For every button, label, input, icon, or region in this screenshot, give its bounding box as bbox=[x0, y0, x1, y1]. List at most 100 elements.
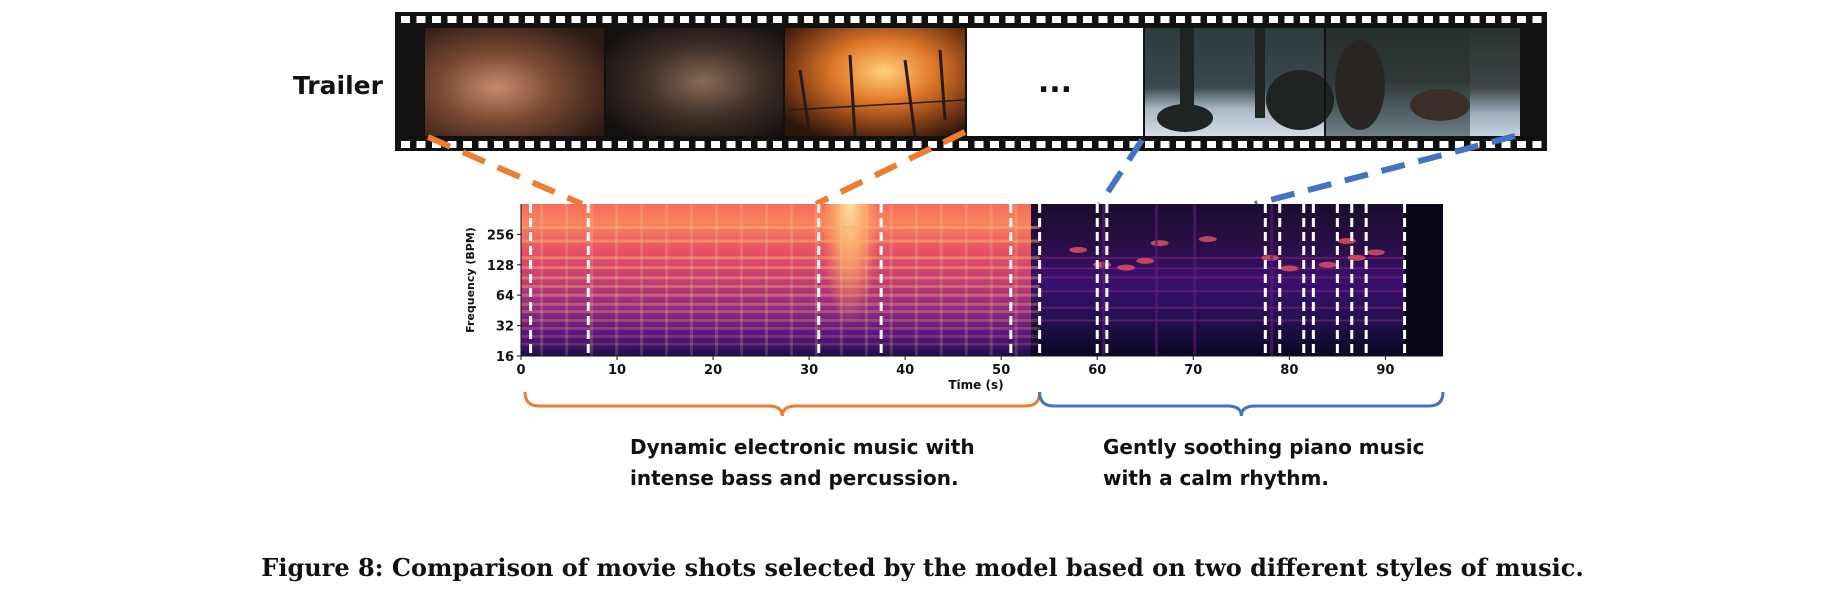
perforation-hole bbox=[587, 141, 596, 148]
harmonic-band bbox=[521, 334, 1040, 338]
perforation-hole bbox=[525, 16, 534, 23]
y-tick-label: 16 bbox=[496, 350, 514, 365]
perforation-hole bbox=[726, 141, 736, 148]
perforation-hole bbox=[866, 16, 875, 23]
x-tick-label: 90 bbox=[1376, 363, 1394, 378]
perforation-hole bbox=[571, 16, 581, 23]
perforation-hole bbox=[1455, 16, 1464, 23]
perforation-hole bbox=[1486, 16, 1495, 23]
perforation-hole bbox=[1191, 16, 1201, 23]
calm-harmonic-band bbox=[1039, 267, 1443, 270]
orange-connector-left bbox=[426, 134, 584, 207]
perforation-hole bbox=[1284, 141, 1294, 148]
perforation-hole bbox=[432, 16, 441, 23]
perforation-hole bbox=[835, 141, 844, 148]
forest-silhouettes bbox=[1157, 28, 1470, 132]
harmonic-band bbox=[521, 285, 1040, 289]
piano-note bbox=[1198, 236, 1217, 243]
y-tick-label: 32 bbox=[496, 320, 514, 335]
perforation-hole bbox=[1191, 141, 1201, 148]
shot-boundary-lines bbox=[529, 204, 1407, 356]
piano-onset bbox=[1154, 204, 1158, 356]
perforation-hole bbox=[1207, 16, 1216, 23]
perforation-hole bbox=[571, 141, 581, 148]
harmonic-band bbox=[521, 310, 1040, 314]
x-tick-label: 10 bbox=[608, 363, 626, 378]
x-tick-label: 0 bbox=[516, 363, 525, 378]
perforation-hole bbox=[757, 16, 767, 23]
orange-connector-right bbox=[814, 129, 967, 207]
x-tick-label: 50 bbox=[992, 363, 1010, 378]
connector-lines bbox=[426, 129, 1516, 207]
calm-harmonic-band bbox=[1039, 290, 1443, 293]
piano-onset bbox=[1102, 204, 1106, 356]
perforation-hole bbox=[602, 16, 612, 23]
perforation-hole bbox=[1067, 141, 1077, 148]
perforation-hole bbox=[633, 16, 643, 23]
perforation-hole bbox=[680, 141, 689, 148]
perforation-hole bbox=[1315, 141, 1325, 148]
piano-note bbox=[1117, 264, 1136, 271]
beat-column bbox=[690, 204, 694, 356]
beat-column bbox=[964, 204, 968, 356]
beat-column bbox=[640, 204, 644, 356]
beat-column bbox=[839, 204, 843, 356]
perforation-hole bbox=[928, 141, 937, 148]
perforation-hole bbox=[664, 16, 674, 23]
perforation-hole bbox=[1160, 16, 1170, 23]
spectrogram-harmonic-bands bbox=[521, 204, 1443, 356]
perforation-hole bbox=[959, 141, 968, 148]
perforation-hole bbox=[1021, 16, 1030, 23]
beat-column bbox=[540, 204, 544, 356]
beat-column bbox=[764, 204, 768, 356]
perforation-hole bbox=[757, 141, 767, 148]
perforation-hole bbox=[897, 16, 906, 23]
calm-harmonic-band bbox=[1039, 306, 1443, 309]
beat-column bbox=[1014, 204, 1018, 356]
trailer-label: Trailer bbox=[293, 71, 384, 100]
spectrogram-beat-columns bbox=[540, 204, 1018, 356]
perforation-hole bbox=[1052, 16, 1061, 23]
perforation-hole bbox=[990, 141, 999, 148]
perforation-hole bbox=[1532, 16, 1542, 23]
y-axis-label: Frequency (BPM) bbox=[464, 227, 477, 333]
piano-note bbox=[1347, 254, 1366, 261]
perforation-hole bbox=[1067, 16, 1077, 23]
brace-calm-music bbox=[1038, 391, 1445, 417]
blue-connector-left bbox=[1097, 138, 1145, 206]
beat-column bbox=[814, 204, 818, 356]
perforation-hole bbox=[649, 16, 658, 23]
perforation-hole bbox=[804, 16, 813, 23]
perforation-hole bbox=[1362, 141, 1371, 148]
harmonic-band bbox=[521, 276, 1040, 280]
calm-harmonic-band bbox=[1039, 276, 1443, 279]
perforation-hole bbox=[1377, 16, 1387, 23]
ellipsis-text: ... bbox=[1038, 65, 1072, 100]
spectrogram-tail bbox=[1404, 204, 1443, 356]
x-tick-label: 20 bbox=[704, 363, 722, 378]
perforation-hole bbox=[881, 141, 891, 148]
perforation-hole bbox=[819, 141, 829, 148]
perforation-hole bbox=[788, 141, 798, 148]
piano-note bbox=[1318, 261, 1337, 268]
perforation-hole bbox=[463, 16, 472, 23]
harmonic-band bbox=[521, 256, 1040, 260]
harmonic-band bbox=[521, 239, 1040, 243]
figure-caption: Figure 8: Comparison of movie shots sele… bbox=[261, 553, 1584, 582]
beat-column bbox=[615, 204, 619, 356]
description-energetic-line-1: Dynamic electronic music with bbox=[630, 435, 975, 459]
perforation-hole bbox=[1455, 141, 1464, 148]
perforation-hole bbox=[711, 141, 720, 148]
perforation-hole bbox=[494, 141, 503, 148]
beat-column bbox=[989, 204, 993, 356]
perforation-hole bbox=[1424, 16, 1433, 23]
perforation-hole bbox=[478, 141, 488, 148]
beat-column bbox=[715, 204, 719, 356]
blue-connector-right bbox=[1254, 133, 1516, 207]
perforation-hole bbox=[1098, 16, 1108, 23]
film-perforations bbox=[401, 16, 1542, 148]
piano-onset bbox=[1270, 204, 1274, 356]
